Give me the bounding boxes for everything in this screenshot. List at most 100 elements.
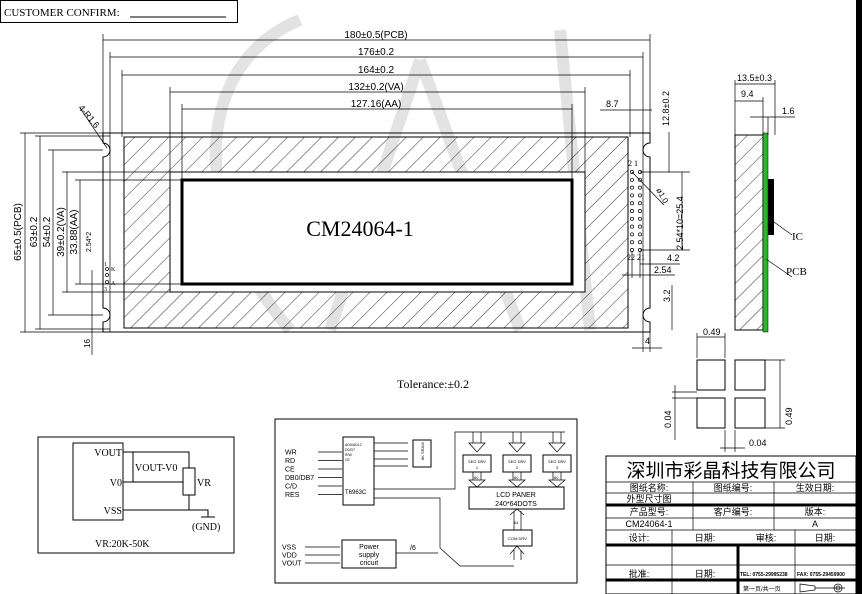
seg-driver-label: SEG DRV	[548, 459, 566, 464]
design-date-label: 日期:	[695, 533, 716, 543]
fax-number: FAX: 0755-29459900	[797, 572, 845, 578]
review-date-label: 日期:	[815, 533, 836, 543]
version-label: 版本:	[805, 506, 826, 517]
model-label: CM24064-1	[306, 216, 414, 241]
connector-pin	[638, 193, 642, 198]
dim-4-2: 4.2	[667, 253, 680, 263]
power-bus-label: /6	[410, 545, 416, 552]
seg-driver-block	[502, 454, 532, 473]
connector-pin	[638, 232, 642, 237]
power-label-3: cricuit	[360, 560, 378, 567]
pin-v0: V0	[110, 478, 122, 489]
pin-label-top: 2 1	[628, 159, 638, 168]
vr-label: VR	[197, 478, 211, 489]
power-supply-block	[341, 539, 397, 569]
dim-2-54: 2.54	[654, 265, 672, 275]
connector-pin	[630, 177, 634, 182]
controller-label: T6963C	[345, 490, 367, 496]
seg-driver-block	[462, 454, 492, 473]
drawing-name-label: 图纸名称:	[630, 482, 669, 493]
connector-pin	[630, 193, 634, 198]
seg-driver-label: SEG DRV	[468, 459, 486, 464]
drawing-no-label: 图纸编号:	[714, 482, 753, 493]
customer-no-label: 客户编号:	[714, 506, 753, 517]
seg-driver-number: 3	[556, 465, 559, 470]
front-view: CM24064-1 180±0.5(PCB) 176±0.2 164±0.2 1…	[13, 30, 690, 355]
active-area	[180, 178, 574, 286]
ctrl-pin-3: CE	[345, 458, 351, 462]
pixel-size-right: 0.49	[784, 407, 794, 425]
connector-pin	[630, 185, 634, 190]
dim-12-8: 12.8±0.2	[661, 91, 671, 126]
controller-chip	[342, 436, 375, 506]
gnd-label: (GND)	[192, 522, 220, 533]
dim-1-6: 1.6	[782, 106, 795, 116]
dim-led-offset: 16	[83, 339, 92, 348]
connector-pin	[630, 216, 634, 221]
dim-3-2: 3.2	[662, 289, 672, 302]
signal-input-label: WR	[285, 450, 297, 457]
product-model-label: 产品型号:	[630, 506, 669, 517]
ctrl-pin-1: D0/D7	[345, 448, 355, 452]
bus-arrow	[508, 432, 526, 488]
power-label-1: Power	[359, 544, 380, 551]
dim-4: 4	[645, 336, 650, 346]
seg-bus-label: 80	[554, 475, 559, 480]
ctrl-pin-2: R/W	[345, 453, 353, 457]
customer-confirm-label: CUSTOMER CONFIRM:	[4, 7, 120, 19]
pixel-gap-bottom: 0.04	[749, 438, 767, 448]
top-dimensions: 180±0.5(PCB) 176±0.2 164±0.2 132±0.2(VA)…	[76, 30, 651, 180]
signal-input-label: DB0/DB7	[285, 475, 314, 482]
signal-input-label: RES	[285, 492, 300, 499]
pcb-label: PCB	[786, 266, 807, 278]
vr-range-note: VR:20K-50K	[95, 539, 150, 550]
ic-label: IC	[792, 231, 803, 243]
customer-confirm: CUSTOMER CONFIRM:	[0, 0, 238, 23]
review-label: 审核:	[756, 532, 777, 543]
dim-pin-pitch: 2.54*10=25.4	[675, 196, 685, 250]
pixel-gap-left: 0.04	[663, 410, 673, 428]
effective-date-label: 生效日期:	[796, 482, 835, 493]
dim-outline-width: 176±0.2	[358, 47, 395, 58]
variable-resistor	[182, 467, 196, 496]
connector-pin	[638, 224, 642, 229]
pixel-detail: 0.49 0.04 0.49 0.04	[663, 327, 794, 452]
side-ic	[768, 179, 774, 235]
connector-pin	[638, 216, 642, 221]
signal-input-label: RD	[285, 458, 295, 465]
connector-pin	[630, 209, 634, 213]
contrast-circuit: VOUT V0 VSS VOUT-V0 VR (GND) VR:20K-50K	[37, 436, 235, 554]
connector-pin	[630, 232, 634, 237]
dim-thickness: 13.5±0.3	[737, 73, 772, 83]
dim-9-4: 9.4	[741, 89, 754, 99]
signal-input-label: C/D	[285, 484, 297, 491]
com-bus-label: 64	[514, 520, 519, 525]
connector-pin	[638, 209, 642, 213]
connector-pin	[638, 185, 642, 190]
dim-aa-height: 33.88(AA)	[69, 209, 80, 254]
pixel-size-top: 0.49	[703, 327, 721, 337]
tolerance-note: Tolerance:±0.2	[397, 377, 469, 391]
bus-arrow	[548, 432, 566, 488]
lcd-panel-dots: 240*64DOTS	[495, 501, 537, 508]
pin-vout: VOUT	[94, 448, 122, 459]
sram-block	[412, 439, 432, 468]
lcd-panel-label: LCD PANER	[496, 492, 536, 499]
ctrl-pin-0: AD0/AD12	[345, 443, 362, 447]
seg-driver-number: 1	[476, 465, 479, 470]
power-input-label: VSS	[282, 545, 296, 552]
connector-pin	[630, 224, 634, 229]
power-label-2: supply	[359, 552, 380, 559]
signal-input-label: CE	[285, 467, 295, 474]
led-pin-1: 1	[104, 262, 107, 268]
pin-vss: VSS	[104, 506, 122, 517]
version-value: A	[812, 519, 818, 529]
side-pcb	[762, 132, 769, 333]
com-driver-block	[502, 529, 533, 547]
connector-pin	[630, 240, 634, 245]
connector-pin	[630, 248, 634, 252]
dim-pcb-width: 180±0.5(PCB)	[344, 30, 407, 41]
connector-pin	[638, 177, 642, 182]
design-label: 设计:	[629, 532, 650, 543]
